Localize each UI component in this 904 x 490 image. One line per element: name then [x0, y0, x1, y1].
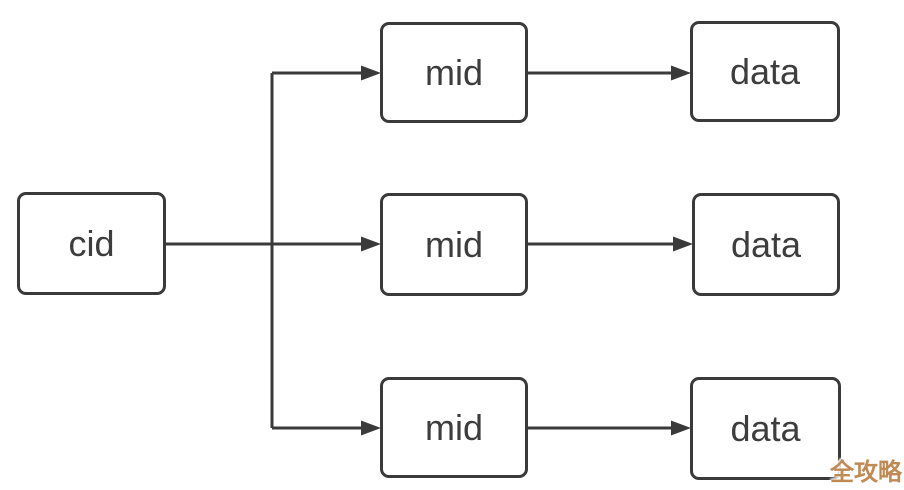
node-mid-top: mid [380, 22, 528, 123]
node-mid-top-label: mid [424, 51, 483, 93]
watermark: 全攻略 [830, 459, 902, 486]
node-data-middle-label: data [730, 223, 802, 265]
arrowhead-into-mid-bottom [361, 420, 381, 436]
arrowhead-into-data-middle [673, 236, 693, 252]
arrowhead-into-mid-middle [361, 236, 381, 252]
node-data-middle: data [692, 193, 840, 296]
node-data-top-label: data [729, 50, 801, 92]
node-data-bottom: data [690, 377, 841, 480]
node-data-top: data [690, 21, 840, 122]
node-cid-label: cid [68, 222, 115, 264]
arrowhead-into-data-top [671, 65, 691, 81]
arrowhead-into-mid-top [361, 65, 381, 81]
arrowhead-into-data-bottom [671, 420, 691, 436]
node-cid: cid [17, 192, 166, 295]
node-mid-bottom: mid [380, 377, 528, 478]
node-data-bottom-label: data [730, 407, 801, 449]
node-mid-middle-label: mid [424, 223, 483, 265]
node-mid-middle: mid [380, 193, 528, 296]
node-mid-bottom-label: mid [424, 406, 483, 448]
